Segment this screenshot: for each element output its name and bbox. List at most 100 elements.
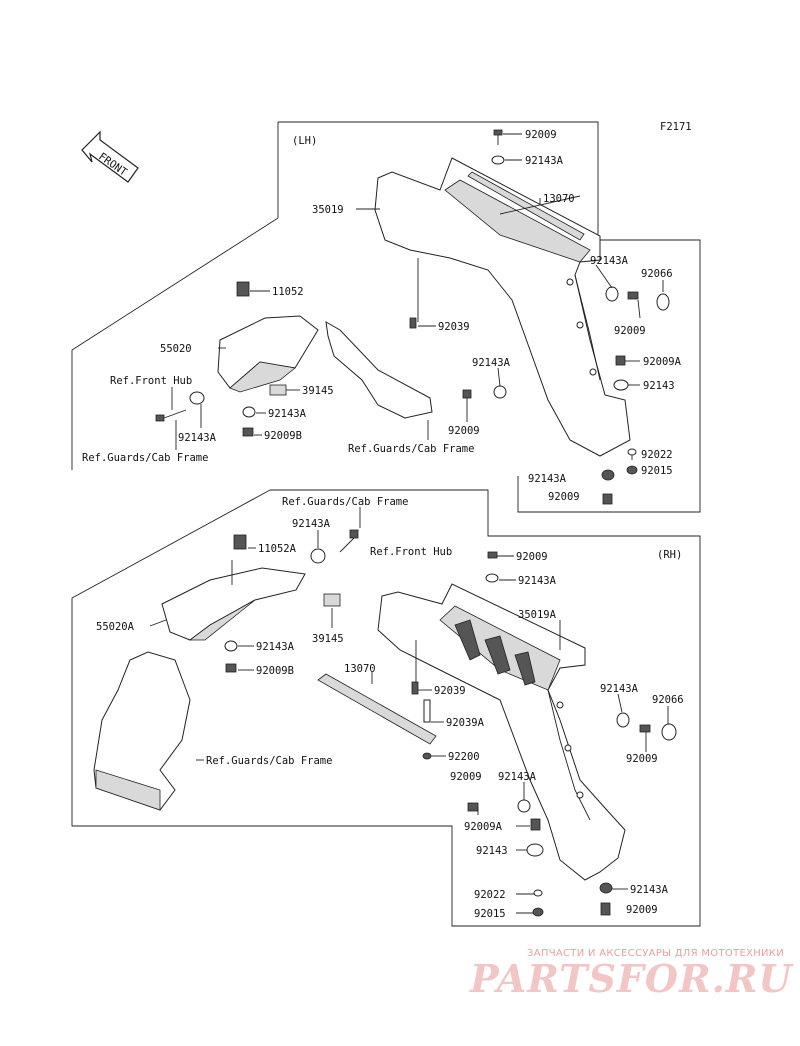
label-92009: 92009 (548, 491, 580, 503)
washer-92143a-icon (310, 548, 326, 564)
label-92009b: 92009B (256, 665, 294, 677)
lh-panel-title: (LH) (292, 135, 317, 147)
label-ref-front-hub: Ref.Front Hub (110, 375, 192, 387)
label-ref-front-hub: Ref.Front Hub (370, 546, 452, 558)
strip-13070-lh (467, 171, 585, 241)
label-13070: 13070 (543, 193, 575, 205)
washer-92022-icon (533, 889, 543, 897)
clip-92039a-icon (423, 699, 431, 723)
front-arrow-icon: FRONT (81, 130, 139, 183)
figure-code: F2171 (660, 121, 692, 133)
label-92022: 92022 (641, 449, 673, 461)
mudflap-35019a-rh (377, 583, 626, 881)
guard-panel-rh (93, 651, 191, 811)
bolt-92009-icon (462, 389, 472, 399)
bolt-92009-icon (602, 493, 613, 505)
washer-92143a-icon (616, 712, 630, 728)
label-92009: 92009 (525, 129, 557, 141)
bracket-11052a-icon (233, 534, 247, 550)
bracket-11052-icon (236, 281, 250, 297)
watermark: ЗАПЧАСТИ И АКСЕССУАРЫ ДЛЯ МОТОТЕХНИКИ PA… (470, 948, 793, 1001)
label-92066: 92066 (641, 268, 673, 280)
label-92015: 92015 (641, 465, 673, 477)
label-92143a: 92143A (528, 473, 567, 485)
label-92009: 92009 (448, 425, 480, 437)
bolt-92009-icon (639, 724, 651, 733)
rh-panel-boundary (71, 489, 701, 927)
strip-13070-rh (317, 673, 437, 745)
washer-92143a-icon (224, 640, 238, 652)
nut-92200-icon (422, 752, 432, 760)
washer-92143a-icon (601, 469, 615, 481)
label-92009a: 92009A (643, 356, 682, 368)
label-92143a: 92143A (630, 884, 669, 896)
washer-92143-icon (613, 379, 629, 391)
bolt-icon (155, 409, 187, 422)
label-ref-guards: Ref.Guards/Cab Frame (206, 755, 332, 767)
label-11052a: 11052A (258, 543, 297, 555)
label-92143a: 92143A (178, 432, 217, 444)
label-92009a: 92009A (464, 821, 503, 833)
bolt-icon (339, 529, 359, 553)
washer-92143a-icon (189, 391, 205, 405)
washer-92022-icon (627, 448, 637, 456)
washer-92143-icon (526, 843, 544, 857)
washer-92143a-icon (242, 406, 256, 418)
label-92143a: 92143A (292, 518, 331, 530)
cap-92066-icon (656, 293, 670, 311)
cap-92066-icon (661, 723, 677, 741)
washer-92143a-icon (605, 286, 619, 302)
label-92009: 92009 (614, 325, 646, 337)
label-ref-guards: Ref.Guards/Cab Frame (348, 443, 474, 455)
nut-92015-icon (626, 465, 638, 475)
label-92143a: 92143A (518, 575, 557, 587)
rh-leader-lines (149, 507, 669, 914)
label-92022: 92022 (474, 889, 506, 901)
label-39145: 39145 (302, 385, 334, 397)
label-92066: 92066 (652, 694, 684, 706)
lh-leader-lines (171, 133, 664, 460)
label-55020: 55020 (160, 343, 192, 355)
label-92143a: 92143A (256, 641, 295, 653)
washer-92143a-icon (599, 882, 613, 894)
bolt-92009-icon (493, 129, 503, 145)
bolt-92009a-icon (615, 355, 626, 366)
pad-39145-icon (269, 384, 287, 396)
washer-92143a-icon (485, 573, 499, 583)
washer-92143a-icon (493, 385, 507, 399)
label-92143a: 92143A (498, 771, 537, 783)
label-ref-guards: Ref.Guards/Cab Frame (82, 452, 208, 464)
guard-55020a-rh (161, 567, 306, 641)
label-92009: 92009 (626, 904, 658, 916)
label-92143a: 92143A (590, 255, 629, 267)
rh-panel-title: (RH) (657, 549, 682, 561)
bolt-92009b-icon (242, 427, 254, 437)
label-92009: 92009 (626, 753, 658, 765)
washer-92143a-icon (491, 155, 505, 165)
clip-92039-icon (409, 317, 417, 329)
label-92015: 92015 (474, 908, 506, 920)
bolt-92009a-icon (530, 818, 541, 831)
label-92143a: 92143A (600, 683, 639, 695)
bolt-92009-icon (600, 902, 611, 916)
label-13070: 13070 (344, 663, 376, 675)
bolt-92009-icon (467, 802, 479, 812)
label-39145: 39145 (312, 633, 344, 645)
label-11052: 11052 (272, 286, 304, 298)
label-92143a: 92143A (472, 357, 511, 369)
lh-panel-boundary (71, 121, 701, 513)
label-92039: 92039 (438, 321, 470, 333)
bolt-92009-icon (627, 291, 639, 300)
bolt-92009b-icon (225, 663, 237, 673)
watermark-logo: PARTSFOR.RU (470, 956, 793, 1001)
label-92039a: 92039A (446, 717, 485, 729)
label-35019a: 35019A (518, 609, 557, 621)
pad-39145-icon (323, 593, 341, 607)
guard-55020-lh (217, 315, 319, 393)
label-92143a: 92143A (525, 155, 564, 167)
watermark-caption: ЗАПЧАСТИ И АКСЕССУАРЫ ДЛЯ МОТОТЕХНИКИ (527, 948, 784, 959)
label-92143: 92143 (476, 845, 508, 857)
washer-92143a-icon (517, 799, 531, 813)
clip-92039-icon (411, 681, 419, 695)
